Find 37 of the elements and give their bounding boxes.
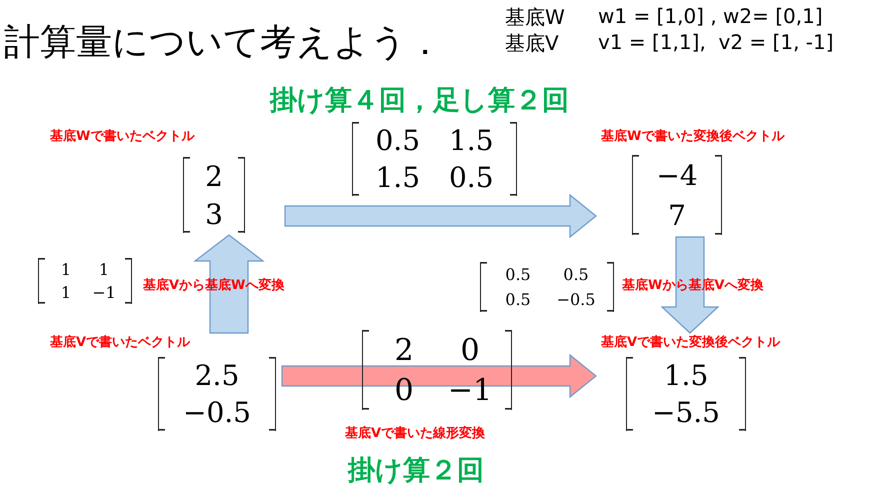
vector-entry: −0.5	[183, 396, 251, 429]
vector-entry: −4	[656, 158, 698, 192]
block-arrow	[284, 194, 597, 238]
matrix-entry: 1	[98, 260, 110, 279]
vector-entry: −5.5	[652, 396, 720, 429]
matrix-entry: 1.5	[375, 161, 420, 194]
vector-heading: 基底Vで書いた変換後ベクトル	[601, 334, 780, 351]
vector-heading: 基底Wで書いた変換後ベクトル	[601, 128, 784, 145]
matrix-entry: 0.5	[448, 161, 494, 194]
vector-heading: 基底Vで書いたベクトル	[50, 334, 190, 351]
page-title: 計算量について考えよう．	[4, 21, 443, 65]
summary-text: 掛け算４回，足し算２回	[270, 84, 569, 118]
matrix-entry: 0.5	[563, 265, 589, 284]
basis-text: 基底V	[505, 30, 559, 57]
matrix-entry: 1.5	[448, 124, 494, 157]
basis-text: v1 = [1,1], v2 = [1, -1]	[598, 30, 834, 54]
matrix-entry: 1	[60, 260, 72, 279]
block-arrow	[193, 234, 265, 334]
matrix-entry: 0.5	[505, 290, 531, 309]
basis-text: 基底W	[505, 4, 565, 31]
summary-text: 掛け算２回	[348, 454, 484, 488]
matrix-entry: 0.5	[375, 124, 420, 157]
matrix-entry: 0.5	[505, 265, 531, 284]
vector-entry: 7	[668, 198, 686, 232]
matrix-entry: 2	[394, 332, 414, 368]
block-arrow	[660, 236, 720, 334]
matrix-entry: 0	[460, 332, 480, 368]
vector-entry: 3	[205, 198, 223, 230]
matrix-entry: −1	[92, 283, 116, 302]
basis-text: w1 = [1,0] , w2= [0,1]	[598, 4, 823, 28]
arrow-label: 基底Vで書いた線形変換	[345, 424, 486, 442]
matrix-entry: −0.5	[556, 290, 596, 309]
vector-heading: 基底Wで書いたベクトル	[50, 128, 194, 145]
vector-entry: 2	[205, 160, 223, 192]
vector-entry: 1.5	[664, 359, 708, 392]
matrix-entry: 1	[60, 283, 72, 302]
vector-entry: 2.5	[194, 359, 240, 392]
